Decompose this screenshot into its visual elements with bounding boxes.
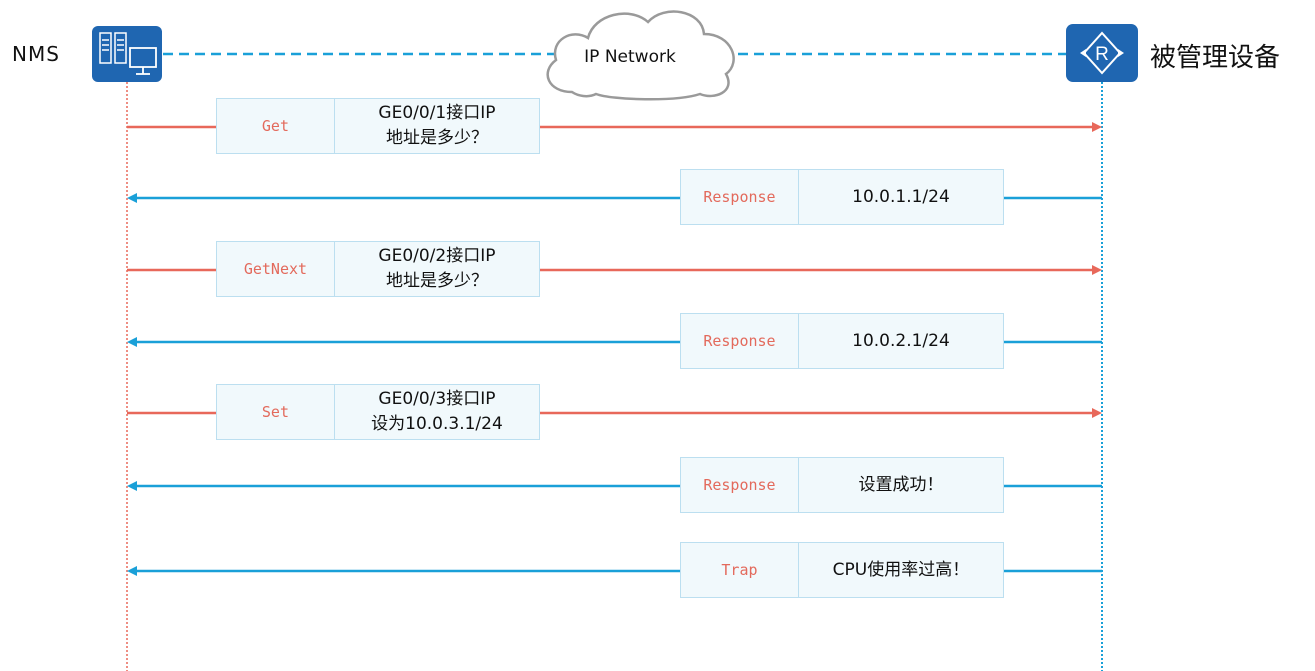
response-message-box: Response 设置成功！ xyxy=(680,457,1004,513)
message-content: 10.0.2.1/24 xyxy=(852,330,950,351)
cloud-icon xyxy=(546,10,735,101)
message-type-label: Trap xyxy=(681,543,799,597)
router-icon: R xyxy=(1066,24,1138,82)
response-arrowhead-6 xyxy=(127,566,137,576)
message-type-label: Response xyxy=(681,170,799,224)
server-icon xyxy=(92,26,162,82)
message-content: 设置成功！ xyxy=(858,474,944,495)
message-type-label: Response xyxy=(681,458,799,512)
message-content: GE0/0/1接口IP 地址是多少？ xyxy=(378,103,496,148)
ip-network-label: IP Network xyxy=(584,47,676,67)
message-type-label: Response xyxy=(681,314,799,368)
message-content: GE0/0/2接口IP 地址是多少？ xyxy=(378,246,496,291)
response-message-box: Response 10.0.1.1/24 xyxy=(680,169,1004,225)
request-arrowhead-0 xyxy=(1092,122,1102,132)
message-type-label: Get xyxy=(217,99,335,153)
response-message-box: Trap CPU使用率过高！ xyxy=(680,542,1004,598)
response-arrowhead-5 xyxy=(127,481,137,491)
message-type-label: GetNext xyxy=(217,242,335,296)
response-arrowhead-1 xyxy=(127,193,137,203)
message-content: GE0/0/3接口IP 设为10.0.3.1/24 xyxy=(371,389,503,434)
request-message-box: Get GE0/0/1接口IP 地址是多少？ xyxy=(216,98,540,154)
request-message-box: Set GE0/0/3接口IP 设为10.0.3.1/24 xyxy=(216,384,540,440)
message-type-label: Set xyxy=(217,385,335,439)
nms-label: NMS xyxy=(12,42,60,66)
request-arrowhead-4 xyxy=(1092,408,1102,418)
managed-device-label: 被管理设备 xyxy=(1150,43,1281,73)
request-arrowhead-2 xyxy=(1092,265,1102,275)
message-arrows xyxy=(127,122,1102,576)
message-content: CPU使用率过高！ xyxy=(832,559,970,580)
router-glyph: R xyxy=(1095,44,1109,65)
response-arrowhead-3 xyxy=(127,337,137,347)
request-message-box: GetNext GE0/0/2接口IP 地址是多少？ xyxy=(216,241,540,297)
message-content: 10.0.1.1/24 xyxy=(852,186,950,207)
response-message-box: Response 10.0.2.1/24 xyxy=(680,313,1004,369)
